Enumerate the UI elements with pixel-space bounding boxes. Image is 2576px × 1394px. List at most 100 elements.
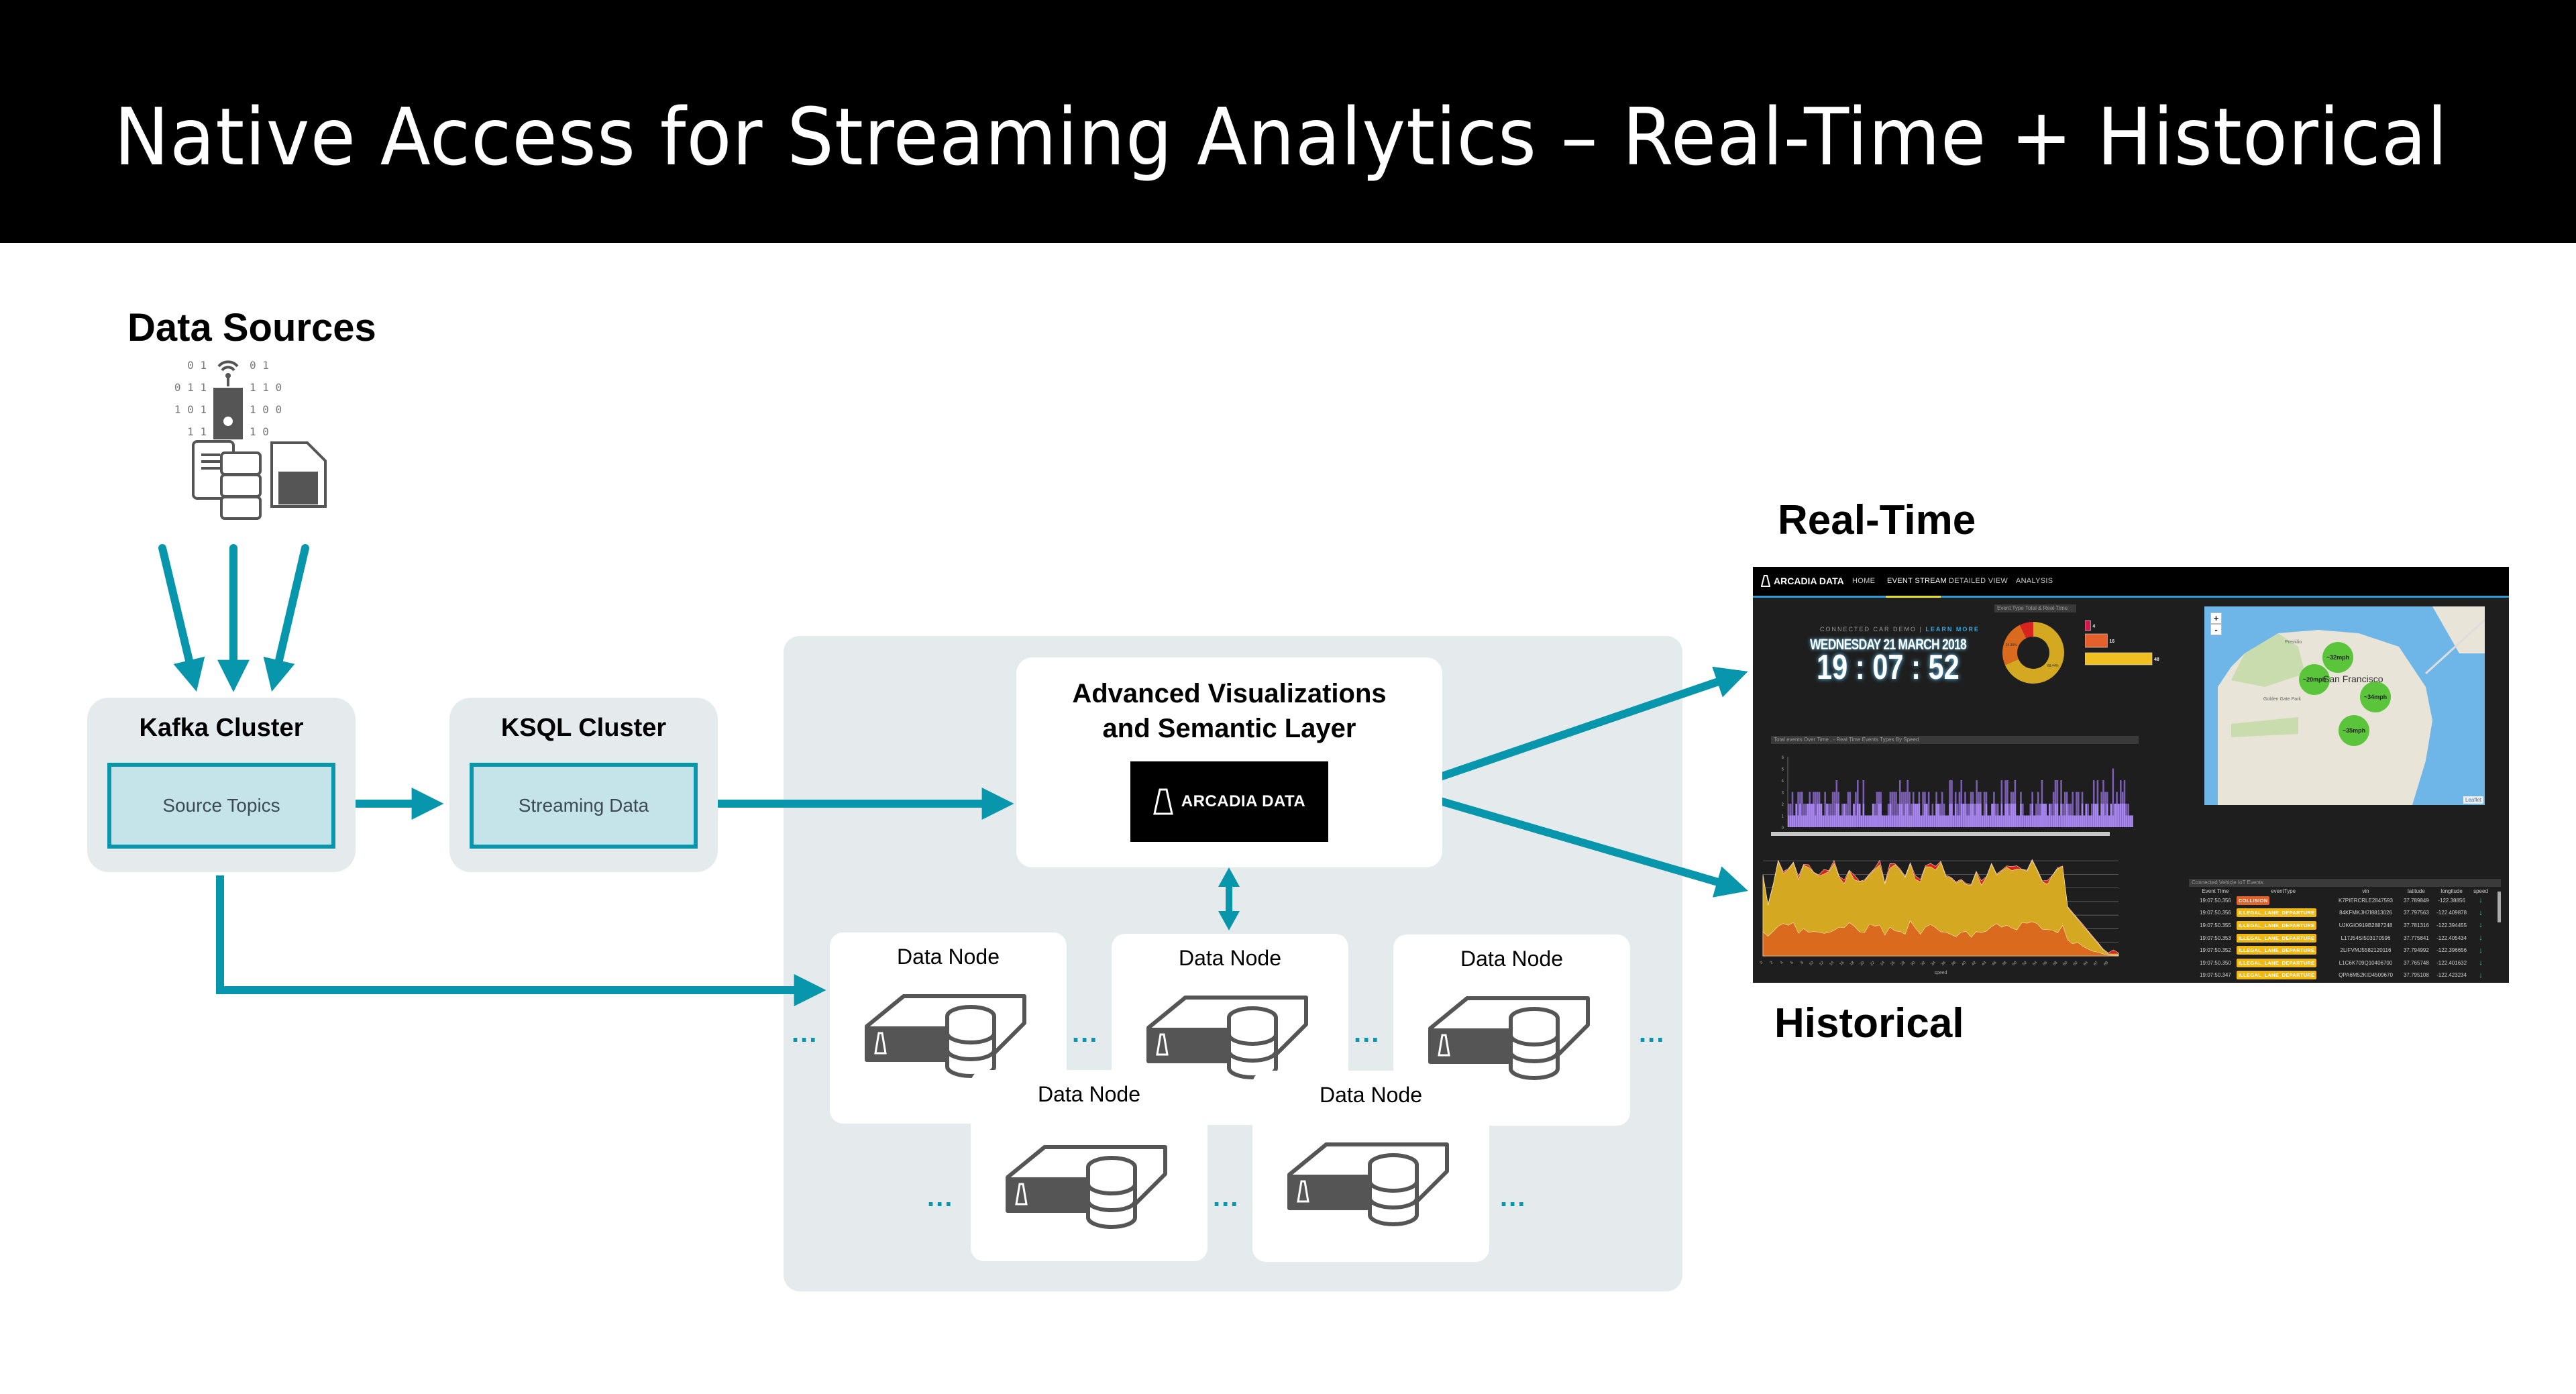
event-bar: [2049, 804, 2051, 827]
map-speed-cluster[interactable]: ~32mph: [2322, 642, 2353, 673]
event-bar: [2018, 815, 2020, 827]
event-bar: [1951, 804, 1953, 827]
event-bar: [1898, 804, 1901, 827]
event-bar: [2079, 815, 2082, 827]
x-tick-label: 22: [1870, 961, 1876, 967]
donut-slice: [2002, 625, 2027, 665]
event-bar: [2016, 815, 2019, 827]
speed-down-arrow-icon: ↓: [2479, 921, 2483, 930]
realtime-bar: [2085, 652, 2153, 665]
map-zoom-out-button[interactable]: -: [2210, 624, 2222, 635]
longitude-cell: -122.396656: [2436, 947, 2467, 954]
event-bar: [1820, 804, 1823, 827]
map-attribution[interactable]: Leaflet: [2463, 796, 2483, 804]
event-bar: [2027, 815, 2030, 827]
event-bar: [2112, 815, 2114, 827]
event-bar: [1924, 804, 1926, 827]
event-bar: [2119, 804, 2122, 827]
map-speed-cluster[interactable]: ~20mph: [2299, 664, 2330, 695]
event-bar: [1891, 792, 1894, 827]
speed-cell: ↓: [2471, 919, 2491, 932]
event-bar: [1849, 792, 1851, 827]
realtime-bar-label: 4: [2092, 625, 2095, 629]
event-time-cell: 19:07:50.347: [2200, 972, 2231, 979]
column-header[interactable]: eventType: [2271, 888, 2296, 894]
nav-event-stream[interactable]: EVENT STREAM: [1887, 577, 1947, 585]
binary-left: 0 1 0 1 1 1 0 1 1 1: [174, 359, 207, 438]
nav-detailed-view[interactable]: DETAILED VIEW: [1949, 577, 2008, 585]
event-bar: [1968, 815, 1970, 827]
learn-more-link[interactable]: LEARN MORE: [1925, 626, 1980, 633]
column-header[interactable]: speed: [2473, 888, 2488, 894]
data-sources-title: Data Sources: [127, 306, 376, 350]
realtime-bar-label: 48: [2154, 657, 2159, 662]
event-bar: [1831, 815, 1834, 827]
event-bar: [1813, 804, 1815, 827]
event-bar: [1985, 804, 1988, 827]
events-table: Event Time eventType vin latitude longitude s…: [2196, 888, 2491, 983]
x-tick-label: 60: [2063, 961, 2069, 967]
event-bar: [2102, 804, 2104, 827]
event-bar: [1841, 815, 1843, 827]
x-tick-label: 0: [1760, 961, 1764, 965]
y-tick-label: 2: [1782, 803, 1784, 807]
x-tick-label: 4: [1780, 961, 1784, 965]
event-bar: [2052, 815, 2055, 827]
event-bar: [2131, 815, 2133, 827]
longitude-cell: -122.38856: [2438, 897, 2465, 904]
event-bar: [1914, 804, 1917, 827]
binary-digits: 1 0: [250, 425, 269, 438]
map-speed-cluster[interactable]: ~34mph: [2360, 682, 2391, 712]
longitude-cell: -122.401632: [2436, 959, 2467, 966]
map-speed-cluster[interactable]: ~35mph: [2339, 715, 2369, 746]
column-header[interactable]: vin: [2362, 888, 2369, 894]
table-row: 19:07:50.344ILLEGAL_LANE_DEPARTUREGOHKSH…: [2196, 981, 2491, 983]
event-type-badge: ILLEGAL_LANE_DEPARTURE: [2236, 946, 2317, 955]
event-bar: [1996, 815, 1999, 827]
event-bar: [1976, 804, 1978, 827]
event-bar: [1788, 815, 1790, 827]
x-tick-label: 2: [1770, 961, 1774, 965]
nav-analysis[interactable]: ANALYSIS: [2016, 577, 2053, 585]
event-bar: [2089, 815, 2091, 827]
event-bar: [1958, 792, 1961, 827]
x-tick-label: 26: [1890, 961, 1896, 967]
event-bar: [2091, 815, 2093, 827]
arcadia-logo-icon: [1152, 788, 1173, 815]
speed-cell: ↓: [2471, 969, 2491, 982]
event-bar: [1809, 804, 1811, 827]
event-bar: [1981, 815, 1984, 827]
nav-home[interactable]: HOME: [1852, 577, 1876, 585]
page-title: Native Access for Streaming Analytics – …: [114, 91, 2449, 183]
latitude-cell: 37.789849: [2403, 897, 2429, 904]
active-tab-indicator: [1886, 596, 1941, 598]
event-type-badge: ILLEGAL_LANE_DEPARTURE: [2236, 933, 2317, 943]
map-place-label: Presidio: [2285, 640, 2302, 645]
event-bar: [1954, 804, 1957, 827]
event-bar: [1801, 815, 1803, 827]
column-header[interactable]: Event Time: [2202, 888, 2229, 894]
latitude-cell: 37.795108: [2403, 972, 2429, 979]
event-bar: [1929, 815, 1932, 827]
x-tick-label: 54: [2032, 961, 2038, 967]
map[interactable]: ~32mph ~20mph ~34mph ~35mph San Francisc…: [2204, 606, 2485, 805]
event-bar: [1947, 815, 1949, 827]
event-bar: [1839, 815, 1841, 827]
column-header[interactable]: longitude: [2440, 888, 2463, 894]
event-time-cell: 19:07:50.353: [2200, 934, 2231, 941]
viz-title-line-2: and Semantic Layer: [1102, 714, 1356, 743]
table-scrollbar[interactable]: [2498, 892, 2501, 922]
event-bar: [2062, 815, 2064, 827]
event-bar: [1795, 804, 1798, 827]
map-zoom-in-button[interactable]: +: [2210, 612, 2222, 624]
event-bar: [2108, 815, 2110, 827]
event-bar: [1822, 815, 1825, 827]
chart-scrollbar[interactable]: [1771, 832, 2110, 836]
x-tick-label: 44: [1982, 961, 1988, 967]
donut-slice: [2019, 622, 2033, 639]
column-header[interactable]: latitude: [2408, 888, 2425, 894]
donut-label: 68.44%: [2047, 664, 2059, 668]
